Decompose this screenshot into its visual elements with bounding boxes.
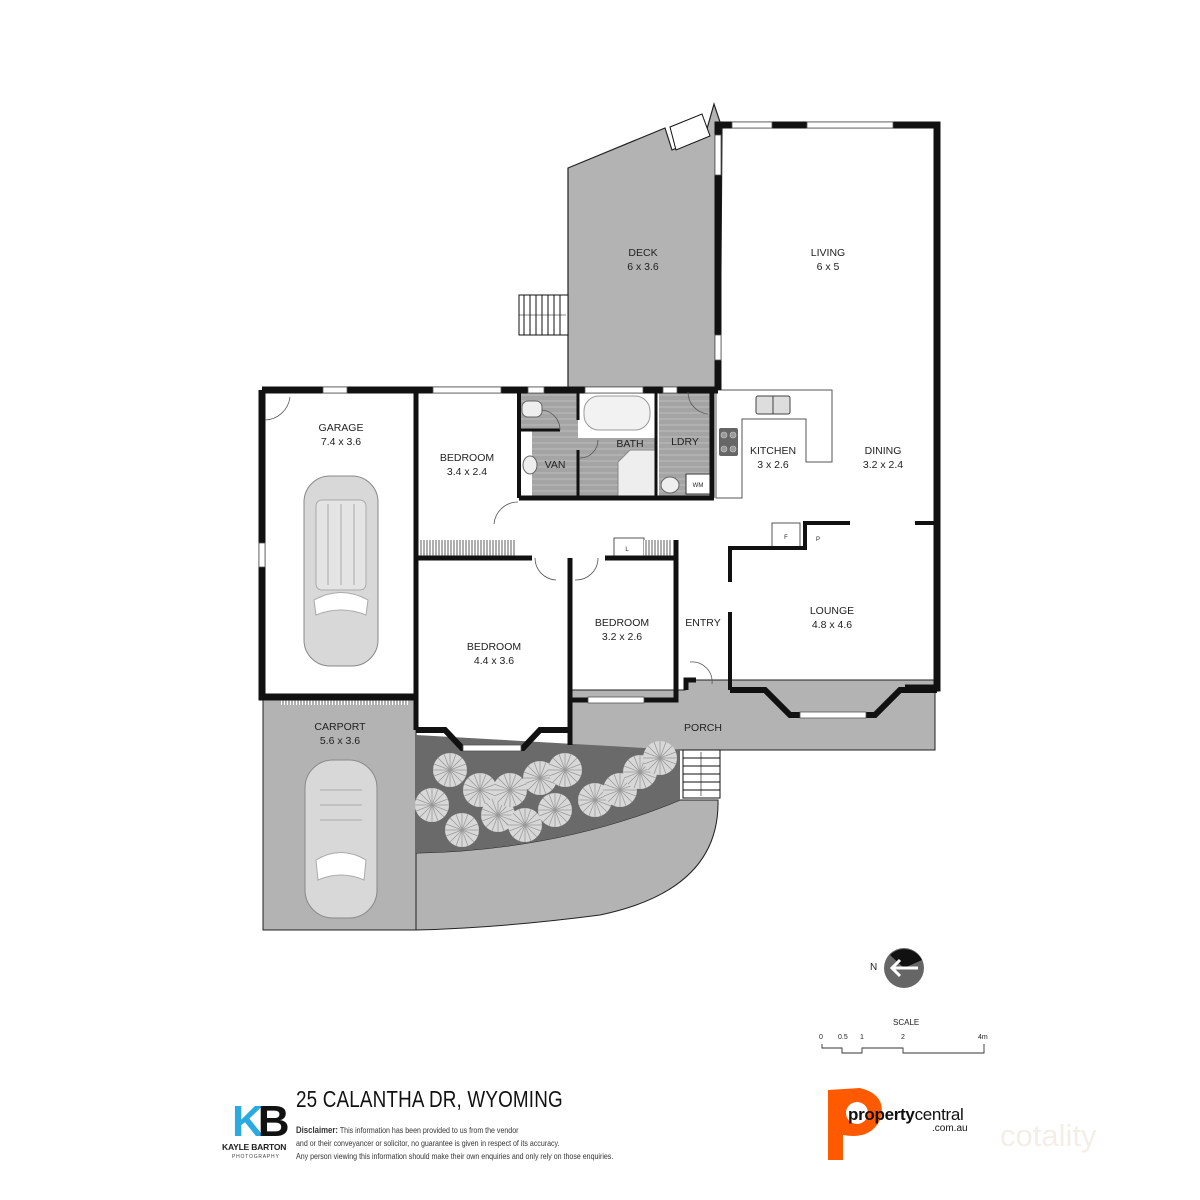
robe-bedroom2	[420, 540, 516, 556]
compass-north-label: N	[870, 962, 878, 973]
room-labels: DECK 6 x 3.6 LIVING 6 x 5 GARAGE 7.4 x 3…	[314, 247, 903, 747]
vanity-basin	[522, 455, 538, 475]
door-swings	[264, 391, 713, 685]
scale-tick-1: 1	[860, 1034, 864, 1041]
garden-bed	[416, 735, 680, 853]
kb-name: KAYLE BARTON	[222, 1142, 287, 1152]
linen-label: L	[625, 547, 629, 553]
windows	[258, 121, 894, 752]
porch-stairs	[682, 749, 721, 799]
room-name-bedroom-3: BEDROOM	[595, 617, 649, 629]
toilet	[521, 400, 543, 418]
room-name-carport: CARPORT	[314, 721, 366, 733]
room-name-bath: BATH	[616, 438, 643, 450]
kitchen-bench	[715, 389, 833, 499]
room-dims-lounge: 4.8 x 4.6	[812, 619, 852, 631]
room-dims-bedroom-2: 4.4 x 3.6	[474, 655, 514, 667]
kb-monogram: KB	[232, 1097, 290, 1146]
pc-regular: central	[914, 1105, 964, 1124]
scale-bar	[821, 1044, 985, 1054]
room-name-bedroom-2: BEDROOM	[467, 641, 521, 653]
garage-car	[303, 475, 379, 667]
propertycentral-logo: propertycentral .com.au	[826, 1085, 996, 1165]
garage-door	[280, 697, 408, 705]
scale-title: SCALE	[893, 1018, 920, 1027]
shower	[617, 449, 657, 497]
room-dims-living: 6 x 5	[817, 261, 840, 273]
room-name-garage: GARAGE	[319, 422, 364, 434]
disclaimer-line-2: and or their conveyancer or solicitor, n…	[296, 1138, 560, 1149]
room-name-bedroom-1: BEDROOM	[440, 452, 494, 464]
north-arrow-left-icon	[884, 948, 924, 988]
room-name-ldry: LDRY	[671, 436, 699, 448]
fridge-box	[771, 522, 801, 549]
room-dims-bedroom-3: 3.2 x 2.6	[602, 631, 642, 643]
laundry-tub	[660, 476, 680, 494]
deck-stairs	[518, 294, 569, 336]
scale-tick-4m: 4m	[978, 1034, 988, 1041]
fridge-label: F	[784, 535, 788, 541]
disclaimer-line-3: Any person viewing this information shou…	[296, 1150, 614, 1161]
room-name-entry: ENTRY	[685, 617, 720, 629]
disclaimer-label: Disclaimer:	[296, 1125, 339, 1136]
deck-top-stairs	[669, 113, 711, 151]
room-dims-kitchen: 3 x 2.6	[757, 459, 789, 471]
room-name-dining: DINING	[865, 445, 902, 457]
room-name-van: VAN	[545, 459, 566, 471]
room-dims-carport: 5.6 x 3.6	[320, 735, 360, 747]
room-name-lounge: LOUNGE	[810, 605, 854, 617]
scale-tick-0.5: 0.5	[838, 1034, 848, 1041]
van-floor	[532, 430, 578, 498]
kb-sub: PHOTOGRAPHY	[232, 1154, 280, 1160]
disclaimer: Disclaimer: This information has been pr…	[296, 1124, 613, 1162]
room-dims-bedroom-1: 3.4 x 2.4	[447, 466, 487, 478]
property-address: 25 CALANTHA DR, WYOMING	[296, 1086, 563, 1112]
disclaimer-line-1: This information has been provided to us…	[339, 1125, 519, 1135]
room-dims-deck: 6 x 3.6	[627, 261, 659, 273]
pantry-label: P	[816, 537, 820, 543]
cooktop	[719, 428, 738, 456]
cooktop-burners	[720, 431, 737, 453]
kb-b: B	[257, 1097, 290, 1146]
pc-bold: property	[848, 1105, 915, 1124]
propertycentral-domain: .com.au	[932, 1123, 968, 1134]
scale-tick-2: 2	[901, 1034, 905, 1041]
room-dims-dining: 3.2 x 2.4	[863, 459, 903, 471]
room-name-kitchen: KITCHEN	[750, 445, 796, 457]
robe-bedroom3	[644, 540, 672, 556]
linen-box	[613, 537, 645, 557]
scale-tick-0: 0	[819, 1034, 823, 1041]
bathtub	[583, 395, 651, 431]
carport-car	[304, 759, 378, 919]
room-name-living: LIVING	[811, 247, 845, 259]
kayle-barton-logo: KB KAYLE BARTON PHOTOGRAPHY	[222, 1100, 290, 1166]
wm-label: WM	[693, 483, 704, 489]
room-name-deck: DECK	[628, 247, 657, 259]
cotality-watermark: cotality	[1000, 1118, 1097, 1153]
room-name-porch: PORCH	[684, 722, 722, 734]
kb-k: K	[232, 1097, 264, 1146]
propertycentral-logo-mark	[828, 1088, 882, 1160]
propertycentral-wordmark: propertycentral	[848, 1105, 964, 1125]
room-dims-garage: 7.4 x 3.6	[321, 436, 361, 448]
